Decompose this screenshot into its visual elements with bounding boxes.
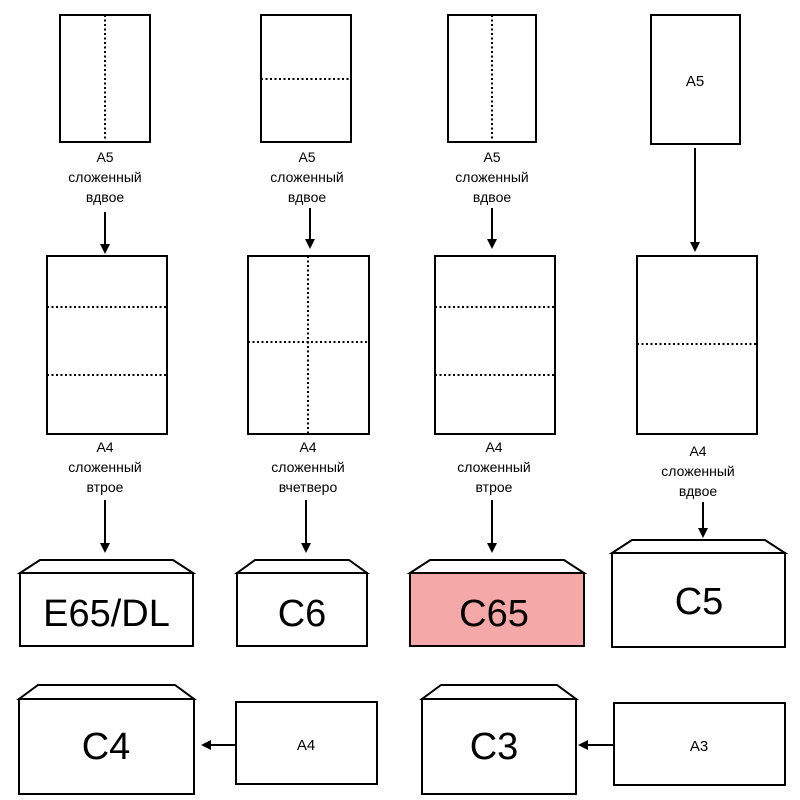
a5-caption-line: сложенный [270,169,343,185]
a5-caption-line: A5 [96,149,113,165]
a4-sheet [235,701,378,785]
envelope-label: C6 [278,593,327,635]
a4-caption-line: вчетверо [279,479,338,495]
envelope-c3: C3 [418,684,580,795]
envelope-flap [406,559,588,574]
bottom-row-c4: C4 A4 [15,684,378,795]
a4-caption-line: сложенный [457,459,530,475]
a4-caption-line: вдвое [679,483,718,499]
envelope-e65-dl: E65/DL [16,559,197,647]
envelope-body [18,698,195,795]
a4-caption-line: втрое [476,479,513,495]
a5-caption-line: A5 [298,149,315,165]
a4-caption-line: сложенный [661,463,734,479]
a4-sheet-folded-thirds [46,255,168,435]
a4-caption-line: сложенный [271,459,344,475]
envelope-body [421,698,577,795]
a4-caption-line: A4 [96,439,113,455]
envelope-c6: C6 [233,559,371,647]
a4-sheet-folded-thirds [434,255,556,435]
envelope-flap [608,539,789,554]
a4-sheet-folded-quarters [247,255,370,435]
envelope-body [611,552,786,648]
a4-caption-line: сложенный [68,459,141,475]
envelope-c5: C5 [608,539,789,648]
envelope-c65: C65 [406,559,588,647]
column-2: A5 сложенный вдвое A4 сложенный вчетверо… [233,14,371,647]
a5-caption-line: A5 [483,149,500,165]
envelope-c4: C4 [15,684,198,795]
envelope-label: E65/DL [43,593,170,635]
a5-caption-line: вдвое [473,189,512,205]
a5-sheet-label: A5 [686,73,704,90]
envelope-label: C3 [470,726,519,768]
a3-sheet [613,702,786,786]
envelope-label: C5 [675,581,724,623]
a4-caption-line: A4 [485,439,502,455]
a3-sheet-label: A3 [690,738,708,755]
envelope-body [409,572,585,647]
a4-caption-line: A4 [689,443,706,459]
a5-sheet [650,14,741,145]
a4-sheet-label: A4 [297,737,315,754]
envelope-body [19,572,194,647]
envelope-flap [233,559,371,574]
a5-caption-line: вдвое [288,189,327,205]
a5-caption-line: сложенный [68,169,141,185]
a4-caption-line: A4 [299,439,316,455]
envelope-flap [16,559,197,574]
envelope-flap [15,684,198,700]
a5-caption-line: сложенный [455,169,528,185]
bottom-row-c3: C3 A3 [418,684,786,795]
column-4: A5 A4 сложенный вдвое C5 [608,14,789,648]
column-3: A5 сложенный вдвое A4 сложенный втрое C6… [406,14,588,647]
a5-caption-line: вдвое [86,189,125,205]
a4-caption-line: втрое [87,479,124,495]
envelope-label: C65 [459,593,529,635]
column-1: A5 сложенный вдвое A4 сложенный втрое E6… [16,14,197,647]
envelope-label: C4 [82,726,131,768]
envelope-body [236,572,368,647]
envelope-flap [418,684,580,700]
